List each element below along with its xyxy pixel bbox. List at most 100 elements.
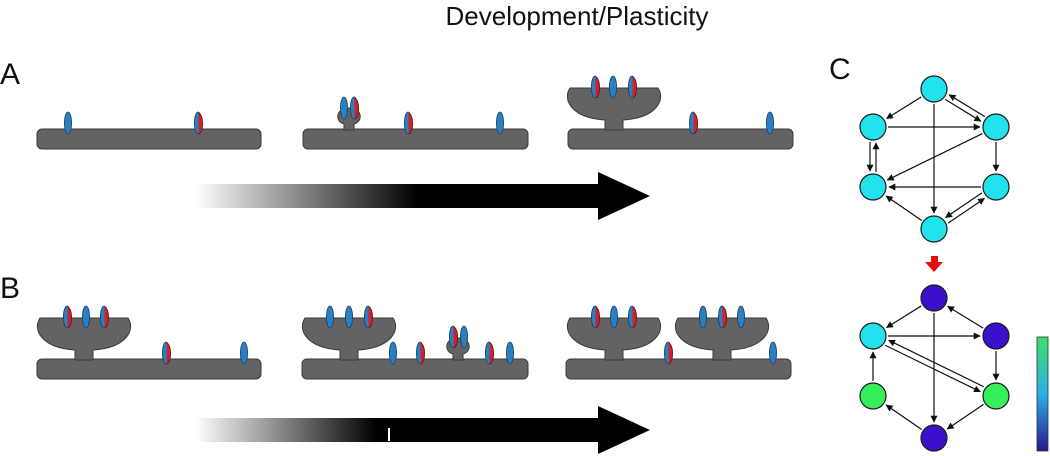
panel-a [36, 75, 794, 150]
dendrite-shaft [302, 128, 529, 150]
network-edge [884, 344, 981, 393]
network-edge [944, 98, 982, 122]
network-node [982, 113, 1010, 141]
receptor-icon [495, 111, 504, 135]
dendritic-spine-icon [566, 87, 662, 131]
network-edge [888, 339, 985, 388]
dendrite-shaft [36, 128, 262, 150]
panel-b [36, 305, 792, 380]
receptor-subunit-red [632, 76, 638, 99]
network-edge [885, 96, 922, 120]
receptor-icon [591, 305, 601, 329]
receptor-icon [628, 305, 638, 329]
network-edge [948, 94, 986, 118]
gradient-arrow-a-shaft [195, 184, 600, 208]
dendritic-spine-icon [566, 317, 662, 361]
receptor-subunit-red [67, 306, 73, 329]
dendrite-shaft [565, 358, 792, 380]
dendritic-spine-icon [301, 317, 397, 361]
receptor-subunit-red [595, 306, 601, 329]
receptor-icon [344, 305, 353, 329]
receptor-icon [63, 305, 73, 329]
receptor-subunit-blue [737, 305, 746, 329]
receptor-icon [100, 305, 110, 329]
receptor-subunit-red [368, 306, 374, 329]
receptor-icon [459, 325, 468, 349]
dendritic-spine-icon [36, 317, 132, 361]
network-node [859, 173, 887, 201]
receptor-subunit-blue [82, 305, 91, 329]
gradient-arrow-a [195, 172, 650, 220]
network-edge [885, 195, 922, 221]
network-node [859, 322, 887, 350]
receptor-subunit-blue [609, 75, 618, 99]
receptor-subunit-red [408, 112, 414, 135]
receptor-icon [64, 111, 73, 135]
receptor-subunit-red [595, 76, 601, 99]
receptor-icon [591, 75, 601, 99]
network-node [982, 382, 1010, 410]
network-edge [885, 404, 922, 430]
network-node [859, 382, 887, 410]
transition-arrow [925, 256, 943, 272]
receptor-icon [339, 96, 348, 120]
gradient-arrow-icon [598, 406, 650, 454]
receptor-subunit-red [354, 97, 360, 120]
receptor-icon [239, 341, 248, 365]
receptor-subunit-red [104, 306, 110, 329]
network-node [859, 113, 887, 141]
network-node [920, 215, 948, 243]
receptor-icon [766, 111, 775, 135]
receptor-subunit-blue [64, 111, 73, 135]
network-edge [946, 403, 984, 430]
receptor-subunit-red [722, 306, 728, 329]
network-node [920, 424, 948, 452]
receptor-icon [193, 111, 204, 135]
receptor-icon [484, 341, 495, 365]
receptor-icon [82, 305, 91, 329]
receptor-subunit-blue [344, 305, 353, 329]
network-edge [886, 133, 983, 181]
gradient-arrow-b [195, 406, 650, 454]
receptor-icon [363, 305, 374, 329]
receptor-icon [737, 305, 746, 329]
receptor-subunit-red [632, 306, 638, 329]
network-node [920, 284, 948, 312]
receptor-subunit-red [453, 326, 459, 349]
receptor-subunit-blue [339, 96, 348, 120]
network-after [859, 284, 1010, 452]
receptor-icon [349, 96, 360, 120]
receptor-subunit-red [693, 112, 699, 135]
network-node [982, 173, 1010, 201]
network-node [920, 75, 948, 103]
gradient-arrow-icon [598, 172, 650, 220]
receptor-subunit-red [489, 342, 495, 365]
network-before [859, 75, 1010, 243]
gradient-arrow-b-shaft [195, 418, 600, 442]
dendrite-shaft [36, 358, 262, 380]
receptor-icon [161, 341, 172, 365]
receptor-subunit-red [420, 342, 426, 365]
network-edge [944, 192, 983, 219]
receptor-icon [325, 305, 334, 329]
network-node [982, 322, 1010, 350]
network-edge [947, 305, 984, 329]
receptor-icon [403, 111, 414, 135]
receptor-subunit-blue [769, 341, 778, 365]
receptor-icon [448, 325, 459, 349]
receptor-icon [699, 305, 708, 329]
figure-title: Development/Plasticity [446, 1, 709, 31]
receptor-icon [610, 305, 619, 329]
receptor-icon [718, 305, 728, 329]
receptor-subunit-red [668, 342, 674, 365]
receptor-subunit-blue [325, 305, 334, 329]
receptor-subunit-blue [505, 341, 514, 365]
receptor-icon [505, 341, 514, 365]
receptor-subunit-blue [459, 325, 468, 349]
panel-label-c: C [829, 53, 851, 86]
panel-label-b: B [0, 272, 20, 305]
receptor-subunit-blue [766, 111, 775, 135]
receptor-icon [388, 341, 397, 365]
receptor-icon [689, 111, 699, 135]
dendrite-shaft [301, 358, 529, 380]
